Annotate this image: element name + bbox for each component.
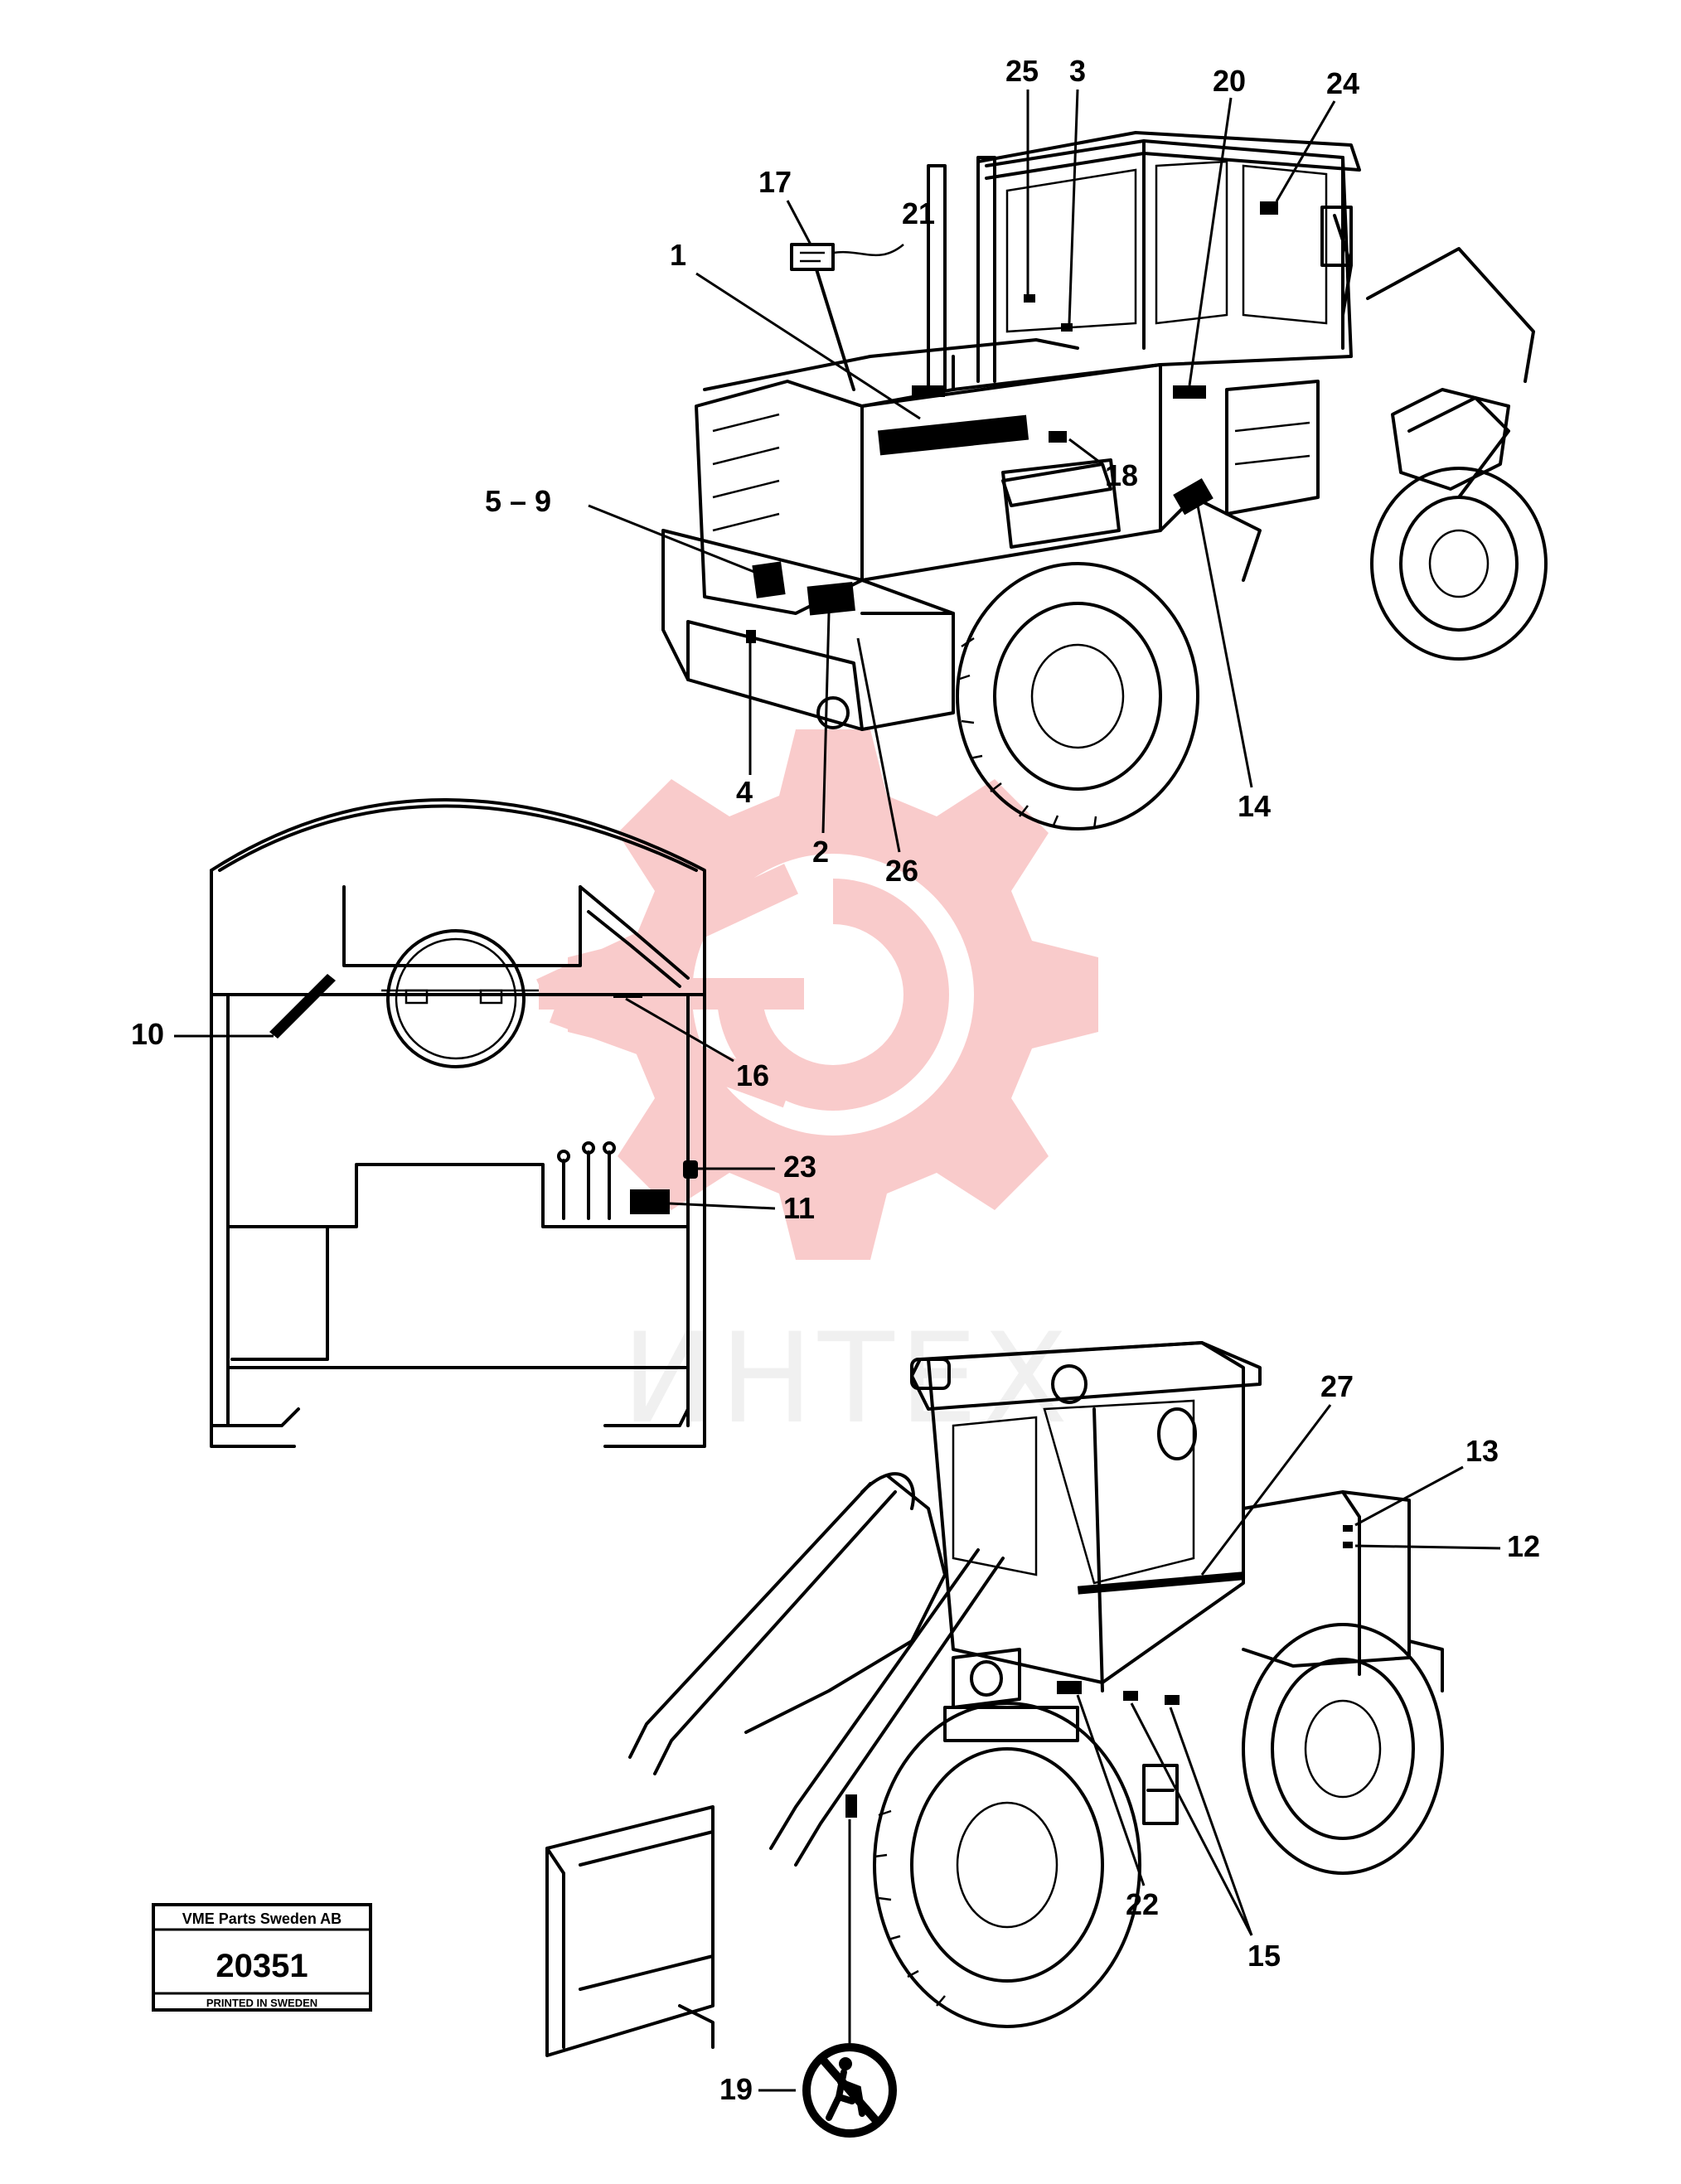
decal-15	[1123, 1691, 1138, 1701]
loader-front-view	[545, 1341, 1444, 2057]
callout-17: 17	[758, 165, 792, 199]
decal-12	[1343, 1542, 1353, 1548]
stamp-company: VME Parts Sweden AB	[182, 1910, 342, 1927]
callout-1: 1	[670, 238, 686, 272]
stamp-footer: PRINTED IN SWEDEN	[206, 1997, 317, 2009]
decal-19	[845, 1794, 857, 1818]
callout-26: 26	[885, 854, 918, 888]
callout-12: 12	[1507, 1529, 1540, 1563]
callout-15: 15	[1247, 1939, 1281, 1973]
callout-20: 20	[1213, 64, 1246, 98]
decal-23	[683, 1160, 698, 1179]
callout-27: 27	[1320, 1369, 1354, 1403]
watermark-text: ИНТЕХ	[622, 1307, 1073, 1451]
callout-16: 16	[736, 1058, 769, 1092]
callout-24: 24	[1326, 66, 1359, 100]
cab-view-callouts: 10 16 23 11	[131, 997, 816, 1225]
decal-22	[1057, 1681, 1082, 1694]
callout-23: 23	[783, 1150, 816, 1184]
watermark: ИНТЕХ	[536, 729, 1098, 1451]
gear-wrench-logo-icon	[536, 729, 1098, 1260]
decal-20	[1173, 385, 1206, 399]
callout-4: 4	[736, 775, 753, 809]
decal-10	[269, 974, 336, 1039]
callout-3: 3	[1069, 54, 1086, 88]
decal-15b	[1165, 1695, 1180, 1705]
callout-21: 21	[902, 196, 935, 230]
decal-13	[1343, 1525, 1353, 1532]
decal-18	[1049, 431, 1067, 443]
decal-24	[1260, 201, 1278, 215]
decal-27	[1077, 1571, 1244, 1595]
decal-21	[912, 385, 945, 397]
callout-14: 14	[1238, 789, 1271, 823]
decal-5-9	[752, 561, 786, 598]
stamp-number: 20351	[216, 1948, 308, 1984]
callout-25: 25	[1005, 54, 1039, 88]
decal-11	[630, 1189, 670, 1214]
callout-11: 11	[783, 1191, 815, 1225]
decal-3	[1061, 323, 1073, 332]
tag-17	[790, 243, 904, 391]
callout-2: 2	[812, 835, 829, 869]
cab-interior-view	[210, 798, 706, 1448]
callout-22: 22	[1126, 1887, 1159, 1921]
callout-18: 18	[1105, 458, 1138, 492]
decal-14	[1173, 478, 1214, 516]
callout-13: 13	[1465, 1434, 1499, 1468]
callout-19: 19	[719, 2072, 753, 2106]
decal-25	[1024, 294, 1035, 303]
document-stamp: VME Parts Sweden AB 20351 PRINTED IN SWE…	[152, 1903, 372, 2012]
decal-16	[613, 993, 642, 998]
no-pedestrian-sign-icon	[802, 2043, 897, 2138]
decal-2	[807, 581, 855, 616]
callout-10: 10	[131, 1017, 164, 1051]
decal-1	[877, 414, 1029, 456]
callout-5-9: 5 – 9	[485, 484, 551, 518]
decal-4	[746, 630, 756, 643]
loader-rear-view	[661, 131, 1548, 831]
top-view-callouts: 1 25 3 17 21 20 24 18 5 – 9 14 4 2 26	[485, 54, 1359, 888]
front-view-callouts: 27 13 12 22 15 19	[719, 1369, 1540, 2106]
